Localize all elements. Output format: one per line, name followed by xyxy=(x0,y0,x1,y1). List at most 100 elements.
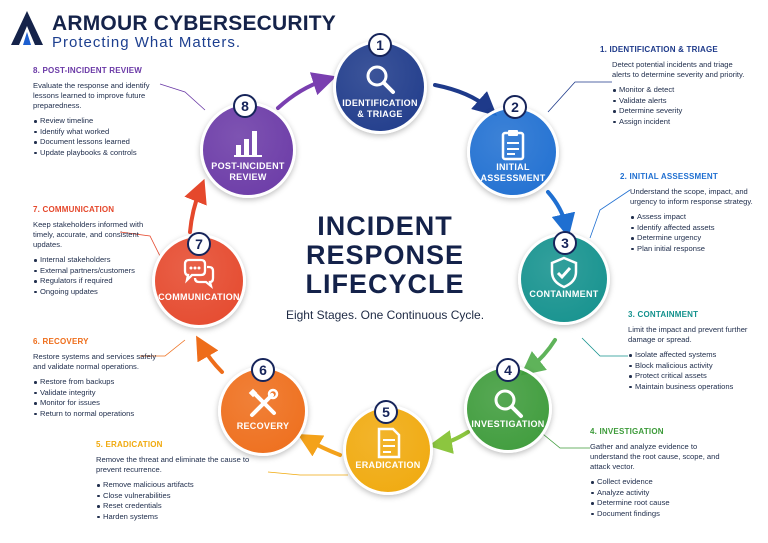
list-item: Reset credentials xyxy=(97,501,256,512)
list-item: Harden systems xyxy=(97,512,256,523)
list-item: Isolate affected systems xyxy=(629,350,762,361)
arrow-7-to-8 xyxy=(184,178,207,234)
list-item: Protect critical assets xyxy=(629,371,762,382)
list-item: Update playbooks & controls xyxy=(34,148,159,159)
list-item: Review timeline xyxy=(34,116,159,127)
stage-7-number: 7 xyxy=(187,232,211,256)
stage-3-label: CONTAINMENT xyxy=(529,289,599,300)
chat-bubbles-icon xyxy=(183,259,215,290)
list-item: Assess impact xyxy=(631,212,758,223)
list-item: Ongoing updates xyxy=(34,287,163,298)
panel-heading: 8. POST-INCIDENT REVIEW xyxy=(33,66,143,75)
list-item: Restore from backups xyxy=(34,377,157,388)
panel-heading: 6. RECOVERY xyxy=(33,337,89,346)
panel-initial-assessment: 2. INITIAL ASSESSMENT Understand the sco… xyxy=(620,172,758,255)
leader-4 xyxy=(537,429,590,449)
arrow-4-to-5 xyxy=(428,430,470,454)
panel-description: Restore systems and services safely and … xyxy=(33,352,157,371)
arrow-5-to-6 xyxy=(297,434,342,457)
list-item: Regulators if required xyxy=(34,276,163,287)
brand-tagline: Protecting What Matters. xyxy=(52,34,242,51)
panel-description: Gather and analyze evidence to understan… xyxy=(590,442,720,471)
leader-5 xyxy=(267,471,348,476)
stage-1-circle[interactable]: IDENTIFICATION & TRIAGE xyxy=(333,40,427,134)
magnifier-icon xyxy=(494,389,523,419)
list-item: Determine urgency xyxy=(631,233,758,244)
stage-4-number: 4 xyxy=(496,358,520,382)
arrow-8-to-1 xyxy=(276,72,337,110)
list-item: Document findings xyxy=(591,509,730,520)
document-icon xyxy=(377,428,401,459)
list-item: Block malicious activity xyxy=(629,361,762,372)
shield-check-icon xyxy=(550,256,578,289)
panel-description: Keep stakeholders informed with timely, … xyxy=(33,220,144,249)
panel-investigation: 4. INVESTIGATION Gather and analyze evid… xyxy=(590,427,730,519)
stage-3-number: 3 xyxy=(553,231,577,255)
panel-eradication: 5. ERADICATION Remove the threat and eli… xyxy=(96,440,256,522)
leader-2 xyxy=(589,189,631,239)
arrow-3-to-4 xyxy=(520,338,557,376)
stage-2-circle[interactable]: INITIAL ASSESSMENT xyxy=(467,106,559,198)
bar-chart-icon xyxy=(234,130,262,157)
panel-containment: 3. CONTAINMENT Limit the impact and prev… xyxy=(628,310,762,392)
panel-heading: 7. COMMUNICATION xyxy=(33,205,115,214)
list-item: Identify affected assets xyxy=(631,223,758,234)
center-title: INCIDENT RESPONSE LIFECYCLE xyxy=(270,212,500,299)
list-item: Internal stakeholders xyxy=(34,255,163,266)
title-line-3: LIFECYCLE xyxy=(305,269,465,299)
list-item: Remove malicious artifacts xyxy=(97,480,256,491)
list-item: Determine severity xyxy=(613,106,752,117)
panel-heading: 1. IDENTIFICATION & TRIAGE xyxy=(600,45,718,54)
list-item: Validate integrity xyxy=(34,388,157,399)
list-item: Plan initial response xyxy=(631,244,758,255)
brand-name: ARMOUR CYBERSECURITY xyxy=(52,12,337,35)
panel-identification: 1. IDENTIFICATION & TRIAGE Detect potent… xyxy=(600,45,752,128)
leader-3 xyxy=(581,337,628,357)
armour-logo-icon xyxy=(11,11,43,45)
tools-icon xyxy=(248,389,279,418)
list-item: Determine root cause xyxy=(591,498,730,509)
list-item: Monitor for issues xyxy=(34,398,157,409)
arrow-2-to-3 xyxy=(546,190,576,238)
list-item: Analyze activity xyxy=(591,488,730,499)
list-item: Identify what worked xyxy=(34,127,159,138)
list-item: Maintain business operations xyxy=(629,382,762,393)
logo: ARMOUR CYBERSECURITY Protecting What Mat… xyxy=(10,8,340,52)
list-item: Monitor & detect xyxy=(613,85,752,96)
stage-1-label: IDENTIFICATION & TRIAGE xyxy=(342,97,418,119)
leader-7 xyxy=(119,231,163,261)
stage-1-number: 1 xyxy=(368,33,392,57)
panel-description: Understand the scope, impact, and urgenc… xyxy=(630,187,753,206)
panel-recovery: 6. RECOVERY Restore systems and services… xyxy=(33,337,157,419)
stage-8-circle[interactable]: POST-INCIDENT REVIEW xyxy=(200,102,296,198)
stage-6-number: 6 xyxy=(251,358,275,382)
stage-2-label: INITIAL ASSESSMENT xyxy=(480,162,546,184)
panel-description: Evaluate the response and identify lesso… xyxy=(33,81,150,110)
panel-post-incident-review: 8. POST-INCIDENT REVIEW Evaluate the res… xyxy=(33,66,159,158)
stage-8-number: 8 xyxy=(233,94,257,118)
stage-4-label: INVESTIGATION xyxy=(471,418,545,429)
arrow-6-to-7 xyxy=(196,335,224,374)
list-item: Assign incident xyxy=(613,117,752,128)
panel-heading: 3. CONTAINMENT xyxy=(628,310,699,319)
stage-5-label: ERADICATION xyxy=(355,460,421,471)
stage-6-circle[interactable]: RECOVERY xyxy=(218,366,308,456)
leader-6 xyxy=(140,339,186,357)
stage-8-label: POST-INCIDENT REVIEW xyxy=(211,160,285,182)
title-line-2: RESPONSE xyxy=(305,240,465,270)
title-line-1: INCIDENT xyxy=(317,211,453,241)
panel-heading: 2. INITIAL ASSESSMENT xyxy=(620,172,718,181)
stage-2-number: 2 xyxy=(503,95,527,119)
panel-heading: 5. ERADICATION xyxy=(96,440,163,449)
stage-6-label: RECOVERY xyxy=(236,421,290,432)
magnifier-icon xyxy=(366,65,395,95)
list-item: Close vulnerabilities xyxy=(97,491,256,502)
center-subtitle: Eight Stages. One Continuous Cycle. xyxy=(285,308,485,322)
panel-heading: 4. INVESTIGATION xyxy=(590,427,664,436)
list-item: Return to normal operations xyxy=(34,409,157,420)
panel-description: Limit the impact and prevent further dam… xyxy=(628,325,748,344)
list-item: Document lessons learned xyxy=(34,137,159,148)
leader-1 xyxy=(547,81,612,113)
list-item: Validate alerts xyxy=(613,96,752,107)
